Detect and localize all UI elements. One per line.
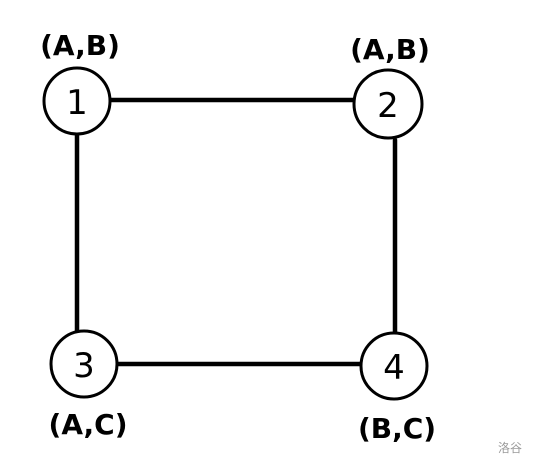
node-3-label: (A,C) bbox=[49, 408, 128, 441]
node-4-number: 4 bbox=[383, 348, 405, 388]
node-1-circle bbox=[42, 66, 112, 136]
node-3-circle bbox=[49, 329, 119, 399]
watermark-text: 洛谷 bbox=[498, 440, 522, 455]
node-4: 4 bbox=[359, 331, 429, 401]
node-2-number: 2 bbox=[377, 86, 399, 126]
node-4-circle bbox=[359, 331, 429, 401]
node-1: 1 bbox=[42, 66, 112, 136]
node-3: 3 bbox=[49, 329, 119, 399]
node-3-number: 3 bbox=[73, 346, 95, 386]
node-1-label: (A,B) bbox=[40, 29, 120, 62]
node-2-label: (A,B) bbox=[350, 33, 430, 66]
node-4-label: (B,C) bbox=[358, 412, 436, 445]
node-1-number: 1 bbox=[66, 83, 88, 123]
node-2: 2 bbox=[352, 68, 424, 140]
node-2-circle bbox=[352, 68, 424, 140]
